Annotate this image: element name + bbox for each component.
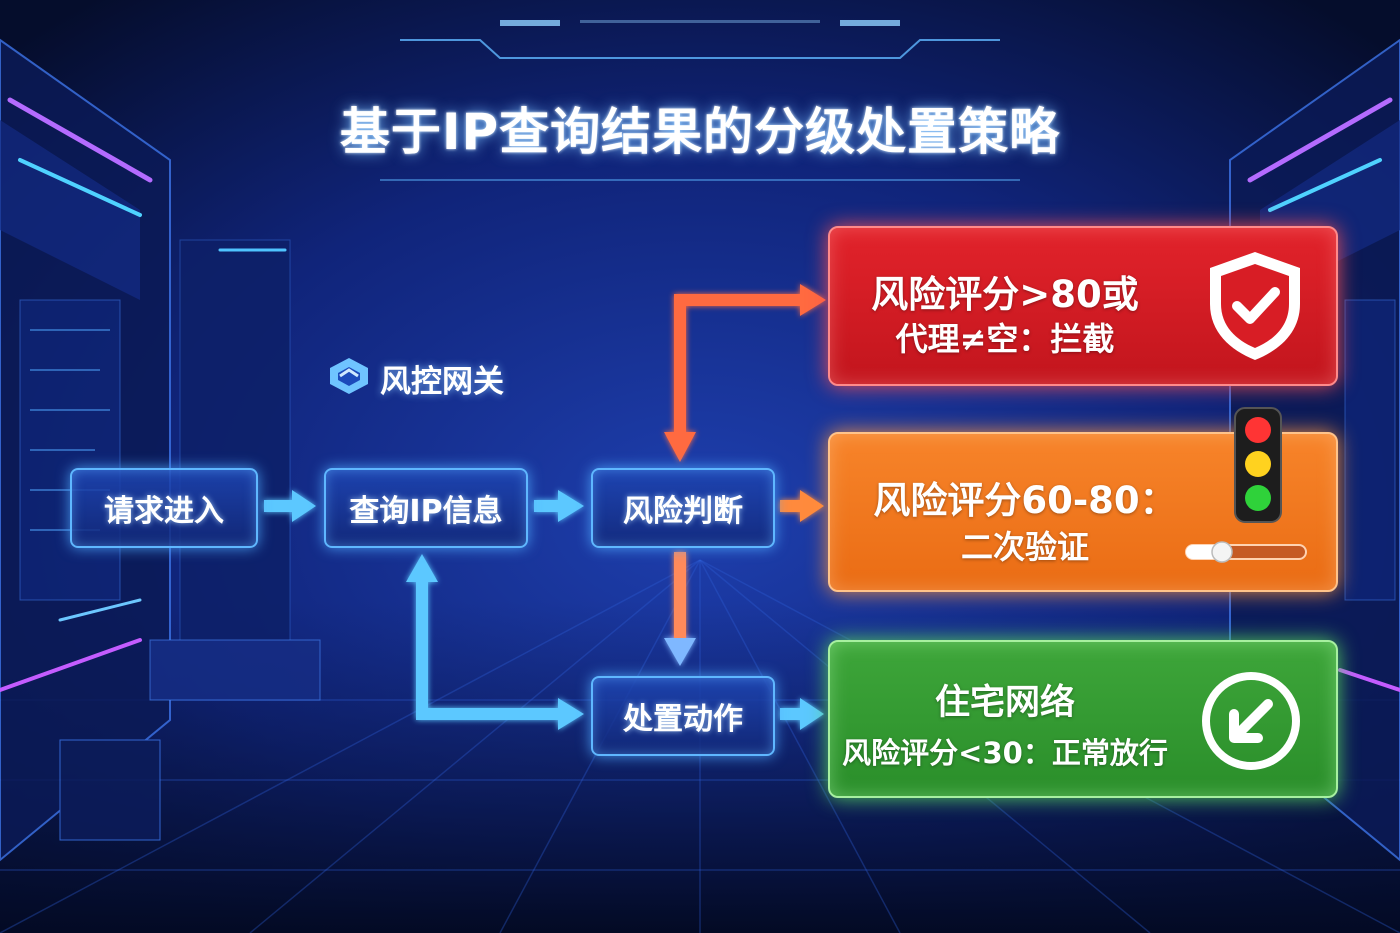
page-title: 基于IP查询结果的分级处置策略 — [339, 103, 1061, 161]
pass-line2: 风险评分<30：正常放行 — [842, 736, 1168, 770]
outcome-verify-card: 风险评分60-80： 二次验证 — [828, 407, 1338, 592]
node-action: 处置动作 — [591, 676, 775, 756]
verify-line2: 二次验证 — [960, 528, 1089, 566]
shield-check-icon — [1200, 248, 1310, 368]
brand-logo: 风控网关 — [326, 356, 504, 400]
arrow-down-left-circle-icon — [1200, 670, 1302, 776]
pass-line1: 住宅网络 — [934, 683, 1075, 723]
verify-line1: 风险评分60-80： — [873, 479, 1177, 522]
block-line1: 风险评分>80或 — [871, 273, 1139, 316]
traffic-light-icon — [1232, 406, 1284, 530]
shield-logo-icon — [326, 356, 372, 400]
node-risk-judgement: 风险判断 — [591, 468, 775, 548]
outcome-block-card: 风险评分>80或 代理≠空：拦截 — [828, 226, 1338, 386]
node-query-ip: 查询IP信息 — [324, 468, 528, 548]
node-request: 请求进入 — [70, 468, 258, 548]
brand-label: 风控网关 — [380, 363, 504, 400]
block-line2: 代理≠空：拦截 — [895, 320, 1115, 358]
outcome-pass-card: 住宅网络 风险评分<30：正常放行 — [828, 640, 1338, 798]
slider-icon — [1184, 540, 1310, 568]
